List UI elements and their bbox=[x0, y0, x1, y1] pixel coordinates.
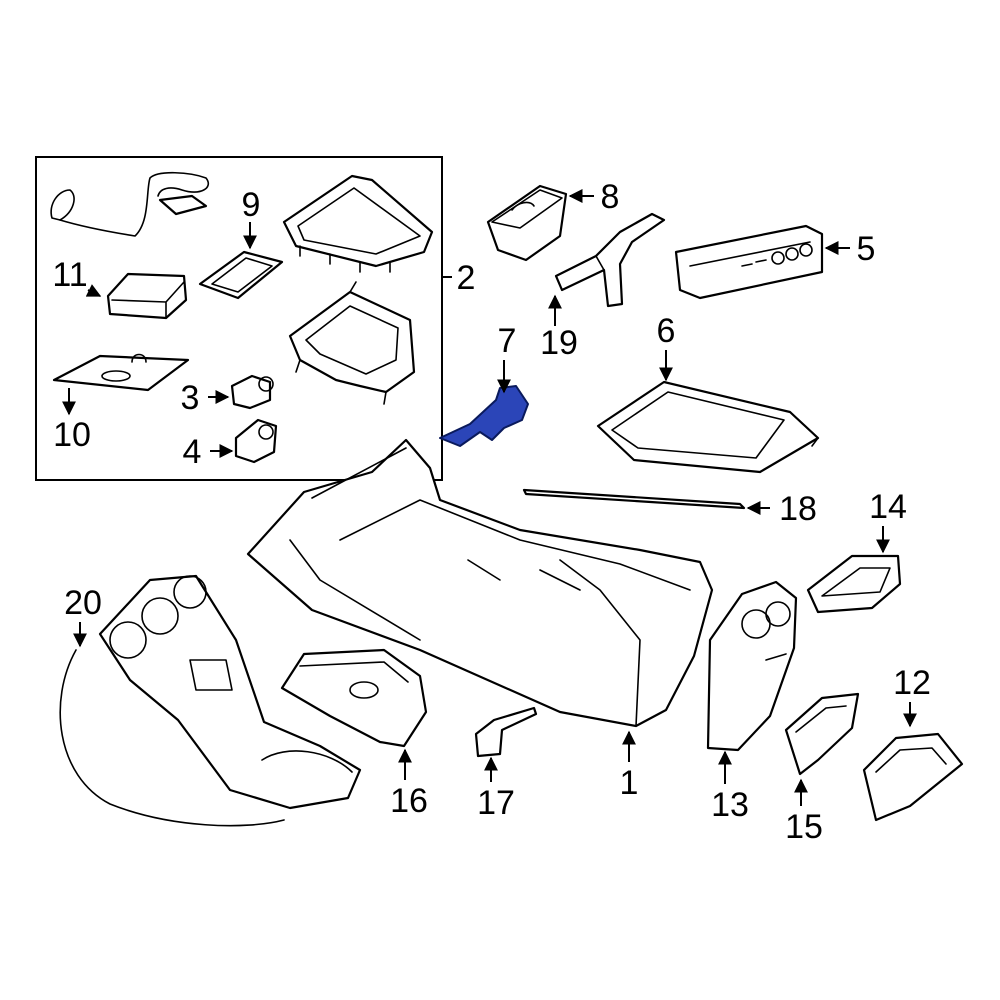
part-14-switch bbox=[806, 554, 902, 614]
callout-19: 19 bbox=[540, 324, 578, 362]
callout-3: 3 bbox=[181, 379, 200, 417]
part-20-trim-panel bbox=[59, 574, 362, 827]
callout-20: 20 bbox=[64, 584, 102, 622]
part-12-tray bbox=[862, 732, 964, 822]
callout-18: 18 bbox=[779, 490, 817, 528]
callout-labels: 1 2 3 4 5 6 7 8 9 10 11 12 13 14 15 16 1… bbox=[52, 178, 931, 846]
part-2-tray-frame bbox=[282, 174, 434, 273]
part-19-bracket bbox=[554, 212, 666, 308]
part-18-rod bbox=[522, 488, 746, 510]
part-16-cupholder bbox=[280, 648, 428, 748]
leader-lines bbox=[62, 189, 917, 806]
part-1-center-console bbox=[246, 438, 714, 728]
callout-17: 17 bbox=[477, 784, 515, 822]
callout-8: 8 bbox=[601, 178, 620, 216]
callout-7: 7 bbox=[498, 322, 517, 360]
part-9-mat bbox=[198, 250, 284, 300]
callout-15: 15 bbox=[785, 808, 823, 846]
callout-5: 5 bbox=[857, 230, 876, 268]
callout-16: 16 bbox=[390, 782, 428, 820]
callout-10: 10 bbox=[53, 416, 91, 454]
callout-9: 9 bbox=[242, 186, 261, 224]
callout-2: 2 bbox=[457, 259, 476, 297]
part-4-connector bbox=[234, 418, 278, 464]
part-7-bracket-highlighted bbox=[439, 385, 529, 447]
part-6-armrest-lid bbox=[596, 380, 820, 474]
callout-11: 11 bbox=[52, 256, 87, 294]
part-11-module bbox=[106, 272, 188, 320]
part-5-control-panel bbox=[674, 224, 824, 300]
callout-4: 4 bbox=[183, 433, 202, 471]
part-3-connector bbox=[230, 374, 274, 410]
part-11-cable bbox=[50, 171, 209, 237]
part-13-trim bbox=[706, 580, 798, 752]
part-8-cup-insert bbox=[486, 184, 568, 262]
kit-box bbox=[35, 156, 443, 481]
callout-1: 1 bbox=[620, 764, 639, 802]
part-10-pad bbox=[52, 353, 190, 392]
part-2-housing bbox=[288, 281, 416, 405]
callout-12: 12 bbox=[893, 664, 931, 702]
part-15-insert bbox=[784, 692, 860, 776]
part-17-knob bbox=[474, 706, 538, 758]
callout-13: 13 bbox=[711, 786, 749, 824]
callout-6: 6 bbox=[657, 312, 676, 350]
callout-14: 14 bbox=[869, 488, 907, 526]
